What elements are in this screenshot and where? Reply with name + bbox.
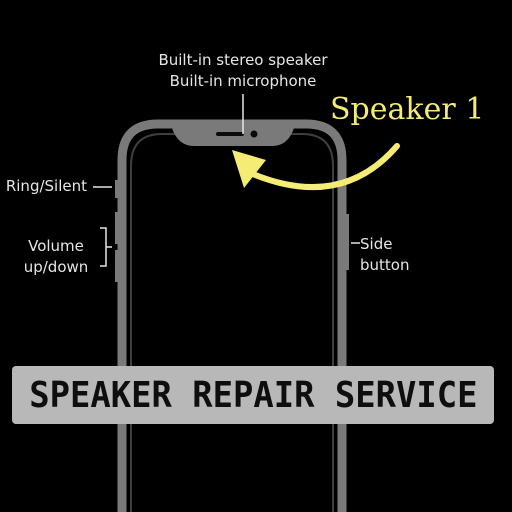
volume-up-button [115, 212, 120, 244]
front-camera [250, 130, 258, 138]
speaker-grille [216, 132, 244, 136]
ring-silent-label: Ring/Silent [5, 177, 87, 195]
phone-notch [172, 128, 294, 146]
volume-down-button [115, 250, 120, 282]
side-label-line2: button [360, 256, 410, 274]
service-banner: SPEAKER REPAIR SERVICE [12, 366, 494, 424]
side-power-button [344, 214, 349, 270]
volume-label-line2: up/down [23, 258, 89, 276]
phone-screen-edge [130, 133, 334, 512]
speaker-mic-label: Built-in stereo speaker Built-in microph… [136, 50, 350, 92]
callout-arrowhead [232, 150, 266, 188]
volume-label-line1: Volume [28, 237, 84, 255]
side-button-label: Side button [360, 234, 440, 276]
built-in-microphone-label: Built-in microphone [169, 72, 317, 90]
volume-bracket [100, 227, 112, 267]
side-label-line1: Side [360, 235, 393, 253]
ring-silent-switch [115, 180, 120, 198]
volume-label: Volume up/down [14, 236, 98, 278]
banner-title: SPEAKER REPAIR SERVICE [28, 374, 478, 416]
phone-outline [117, 119, 347, 512]
callout-arrow [245, 143, 400, 191]
speaker-1-callout: Speaker 1 [330, 92, 485, 127]
built-in-speaker-label: Built-in stereo speaker [158, 51, 328, 69]
